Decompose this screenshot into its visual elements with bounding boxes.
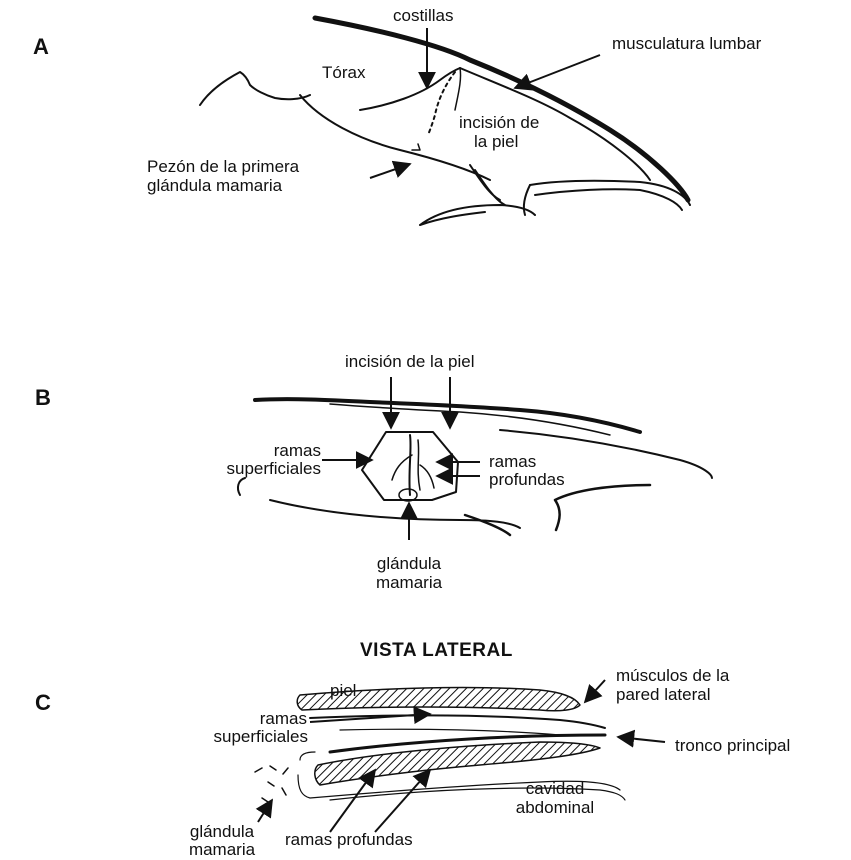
lower-limb-outline xyxy=(420,205,535,225)
rib-outline xyxy=(455,68,461,110)
label-cavidad-line2: abdominal xyxy=(510,798,600,817)
label-gland-c-line2: mamaria xyxy=(180,840,264,859)
label-sup-c-line2: superficiales xyxy=(198,727,308,746)
label-incision-b: incisión de la piel xyxy=(345,352,474,371)
label-sup-b-line1: ramas xyxy=(241,441,321,460)
gland-dashes xyxy=(255,766,288,802)
tail-outline xyxy=(530,181,690,210)
front-limb-outline xyxy=(200,72,310,105)
label-gland-c-line1: glándula xyxy=(180,822,264,841)
label-torax: Tórax xyxy=(322,63,365,82)
label-pezon-line1: Pezón de la primera xyxy=(147,157,299,176)
label-sup-b-line2: superficiales xyxy=(198,459,321,478)
label-prof-b-line1: ramas xyxy=(489,452,536,471)
arrow-musculatura xyxy=(515,55,600,88)
panel-letter-c: C xyxy=(35,690,51,716)
label-gland-b-line1: glándula xyxy=(359,554,459,573)
arrow-musculos xyxy=(585,680,605,702)
arrow-pezon xyxy=(370,164,410,178)
back-outline-b xyxy=(255,399,640,432)
muscle-layer-1 xyxy=(310,715,605,728)
muscle-layer-2 xyxy=(340,729,560,735)
label-musculatura-lumbar: musculatura lumbar xyxy=(612,34,761,53)
arrow-profundas-c-2 xyxy=(375,770,430,832)
label-gland-b-line2: mamaria xyxy=(359,573,459,592)
label-incision-a-line2: la piel xyxy=(474,132,518,151)
label-prof-b-line2: profundas xyxy=(489,470,565,489)
label-costillas: costillas xyxy=(393,6,453,25)
panel-letter-b: B xyxy=(35,385,51,411)
arrow-gland-c xyxy=(258,800,272,822)
incision-dotted xyxy=(428,72,455,135)
nipple-mark xyxy=(412,144,420,150)
belly-outline xyxy=(300,95,490,180)
rib-line xyxy=(360,68,460,110)
heading-vista-lateral: VISTA LATERAL xyxy=(360,640,513,662)
label-musculos-line1: músculos de la xyxy=(616,666,729,685)
label-incision-a-line1: incisión de xyxy=(459,113,539,132)
belly-line-b xyxy=(270,500,520,528)
label-tronco-principal: tronco principal xyxy=(675,736,790,755)
left-limb-b xyxy=(238,478,245,495)
label-musculos-line2: pared lateral xyxy=(616,685,711,704)
panel-letter-a: A xyxy=(33,34,49,60)
label-cavidad-line1: cavidad xyxy=(510,779,600,798)
vessel-main xyxy=(409,435,410,495)
vessel-branch-3 xyxy=(420,465,434,488)
label-pezon-line2: glándula mamaria xyxy=(147,176,282,195)
label-piel: piel xyxy=(330,681,356,700)
label-sup-c-line1: ramas xyxy=(245,709,307,728)
arrow-tronco xyxy=(618,737,665,742)
hind-limb-b xyxy=(465,485,650,535)
hind-leg-outline xyxy=(470,165,505,205)
label-ramas-profundas-c: ramas profundas xyxy=(285,830,413,849)
